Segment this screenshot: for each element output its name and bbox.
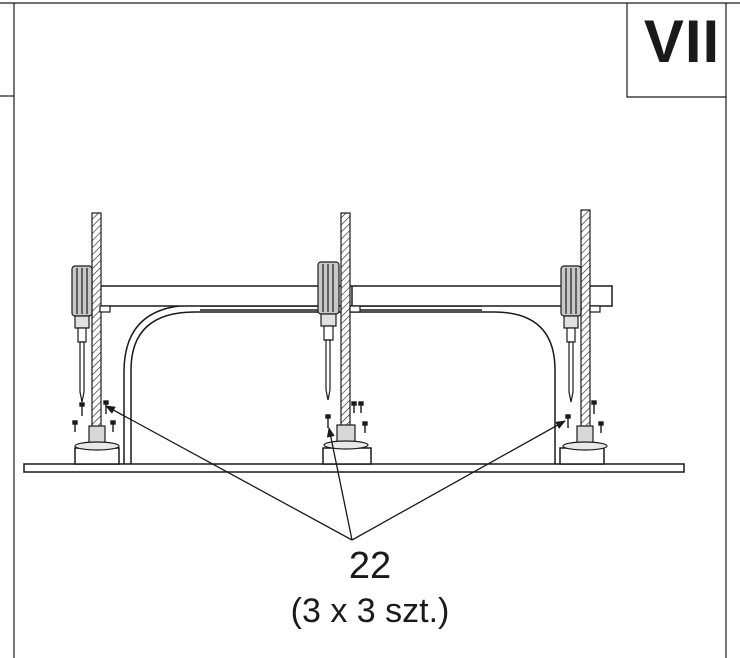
mounting-blocks bbox=[74, 447, 605, 465]
screws-part-22 bbox=[72, 400, 604, 433]
mounting-block-center bbox=[322, 447, 372, 465]
ceiling-panel bbox=[23, 463, 685, 473]
stud-center bbox=[340, 212, 351, 449]
screwdriver-center bbox=[317, 261, 340, 401]
wall-studs bbox=[91, 209, 591, 449]
screw-group-right bbox=[565, 400, 604, 433]
stud-left bbox=[91, 212, 102, 449]
part-quantity-label: (3 x 3 szt.) bbox=[290, 592, 450, 630]
screwdriver-right bbox=[560, 265, 582, 403]
part-number-label: 22 bbox=[348, 545, 392, 587]
leader-line-right bbox=[351, 420, 566, 541]
step-label: VII bbox=[643, 7, 721, 75]
callout-leader-lines bbox=[105, 405, 566, 541]
screw-group-center bbox=[325, 401, 368, 433]
screwdriver-left bbox=[71, 265, 93, 403]
stud-right bbox=[580, 209, 591, 449]
leader-line-left bbox=[105, 405, 353, 541]
top-rail bbox=[91, 285, 613, 307]
leader-line-center bbox=[326, 427, 353, 541]
stud-brackets bbox=[74, 424, 608, 451]
